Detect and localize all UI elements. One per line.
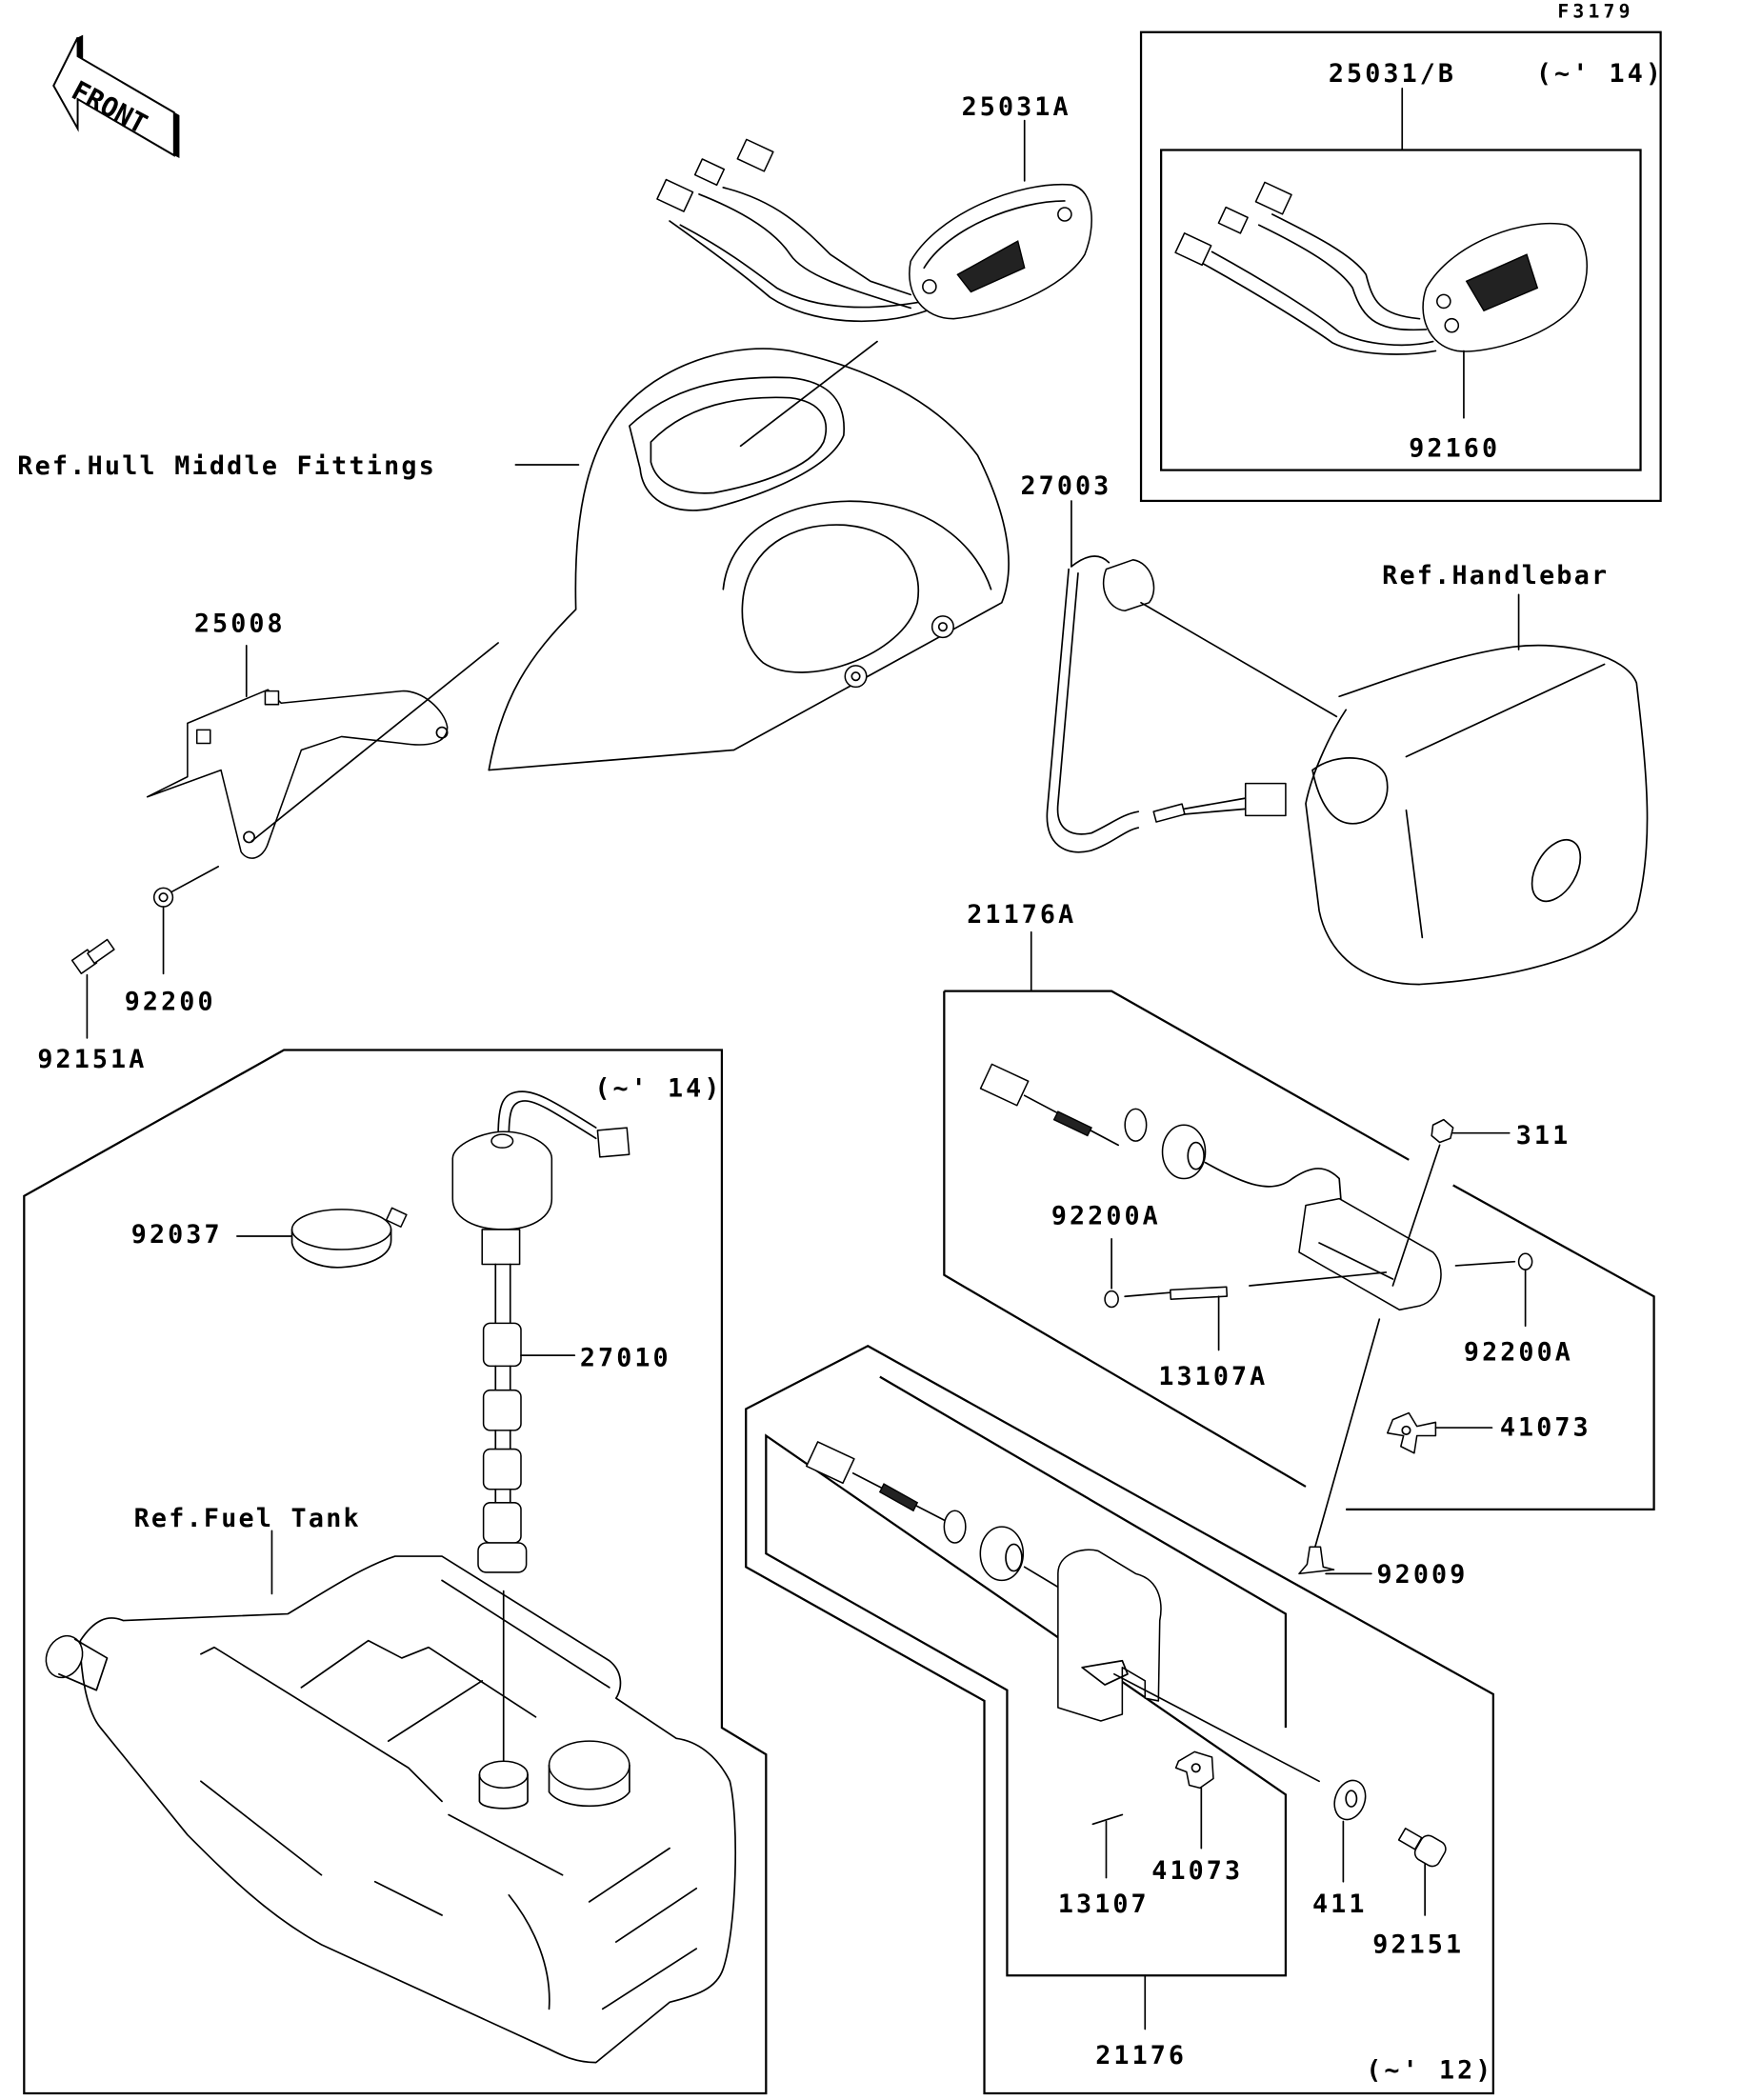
ref-hull-middle-fittings: Ref.Hull Middle Fittings xyxy=(17,451,436,481)
label-92151: 92151 xyxy=(1372,1930,1464,1959)
sensor-21176a xyxy=(979,1063,1442,1311)
pin-13107a xyxy=(1170,1271,1388,1351)
label-25031a: 25031A xyxy=(962,92,1071,122)
fuel-gauge-27010 xyxy=(451,1090,630,1770)
label-92200a-left: 92200A xyxy=(1051,1201,1161,1230)
label-fuel-group-year-note: (~' 14) xyxy=(594,1074,722,1104)
bolt-92151 xyxy=(1397,1827,1447,1916)
nut-311 xyxy=(1391,1118,1511,1287)
pin-13107 xyxy=(1091,1813,1124,1879)
group-box-21176 xyxy=(745,1345,1494,2095)
label-92037: 92037 xyxy=(131,1220,223,1250)
label-411: 411 xyxy=(1312,1890,1368,1919)
clamp-41073-upper xyxy=(1387,1411,1493,1454)
meter-assembly-25031a xyxy=(656,119,1092,323)
handlebar-cover xyxy=(1305,593,1649,986)
label-41073-upper: 41073 xyxy=(1500,1412,1591,1442)
ref-handlebar: Ref.Handlebar xyxy=(1382,561,1609,590)
label-92200a-right: 92200A xyxy=(1464,1338,1573,1368)
clamp-92037 xyxy=(236,1207,408,1269)
label-21176: 21176 xyxy=(1095,2041,1187,2070)
label-21176a: 21176A xyxy=(967,900,1076,930)
clamp-41073-lower xyxy=(1174,1750,1214,1850)
bracket-25008 xyxy=(146,642,499,859)
label-13107a: 13107A xyxy=(1158,1362,1268,1391)
sensor-21176 xyxy=(805,1441,1320,1783)
label-92200: 92200 xyxy=(125,987,216,1016)
label-92160: 92160 xyxy=(1409,434,1500,464)
washer-411 xyxy=(1333,1779,1367,1883)
label-25031b: 25031/B xyxy=(1329,59,1456,89)
screw-92009 xyxy=(1298,1318,1381,1575)
label-13107: 13107 xyxy=(1058,1890,1150,1919)
washer-92200a-right xyxy=(1454,1252,1533,1328)
group-inner-box-21176 xyxy=(765,1375,1288,1977)
label-25031b-year-note: (~' 14) xyxy=(1536,59,1664,89)
variant-box-25031b xyxy=(1139,30,1662,503)
group-box-21176a xyxy=(944,990,1410,1161)
ref-fuel-tank: Ref.Fuel Tank xyxy=(134,1504,361,1533)
label-27003: 27003 xyxy=(1020,471,1111,501)
label-92009: 92009 xyxy=(1377,1560,1469,1590)
fuel-tank xyxy=(45,1530,737,2064)
label-92151a: 92151A xyxy=(37,1045,147,1074)
washer-92200a-left xyxy=(1104,1237,1173,1309)
label-311: 311 xyxy=(1516,1121,1571,1150)
label-25008: 25008 xyxy=(194,610,286,639)
washer-92200 xyxy=(152,866,220,975)
label-21176-year-note: (~' 12) xyxy=(1366,2055,1493,2085)
variant-inner-box-92160 xyxy=(1160,149,1642,471)
label-27010: 27010 xyxy=(580,1343,671,1372)
bolt-92151a xyxy=(70,938,115,1039)
label-41073-lower: 41073 xyxy=(1151,1856,1243,1886)
hull-middle-fittings xyxy=(488,340,1010,771)
group-box-fuel-gauge xyxy=(23,1049,768,2095)
meter-assembly-25031b xyxy=(1174,181,1589,419)
switch-27003 xyxy=(1046,500,1338,853)
figure-id: F3179 xyxy=(1557,0,1633,22)
front-arrow-icon: FRONT xyxy=(52,34,180,158)
